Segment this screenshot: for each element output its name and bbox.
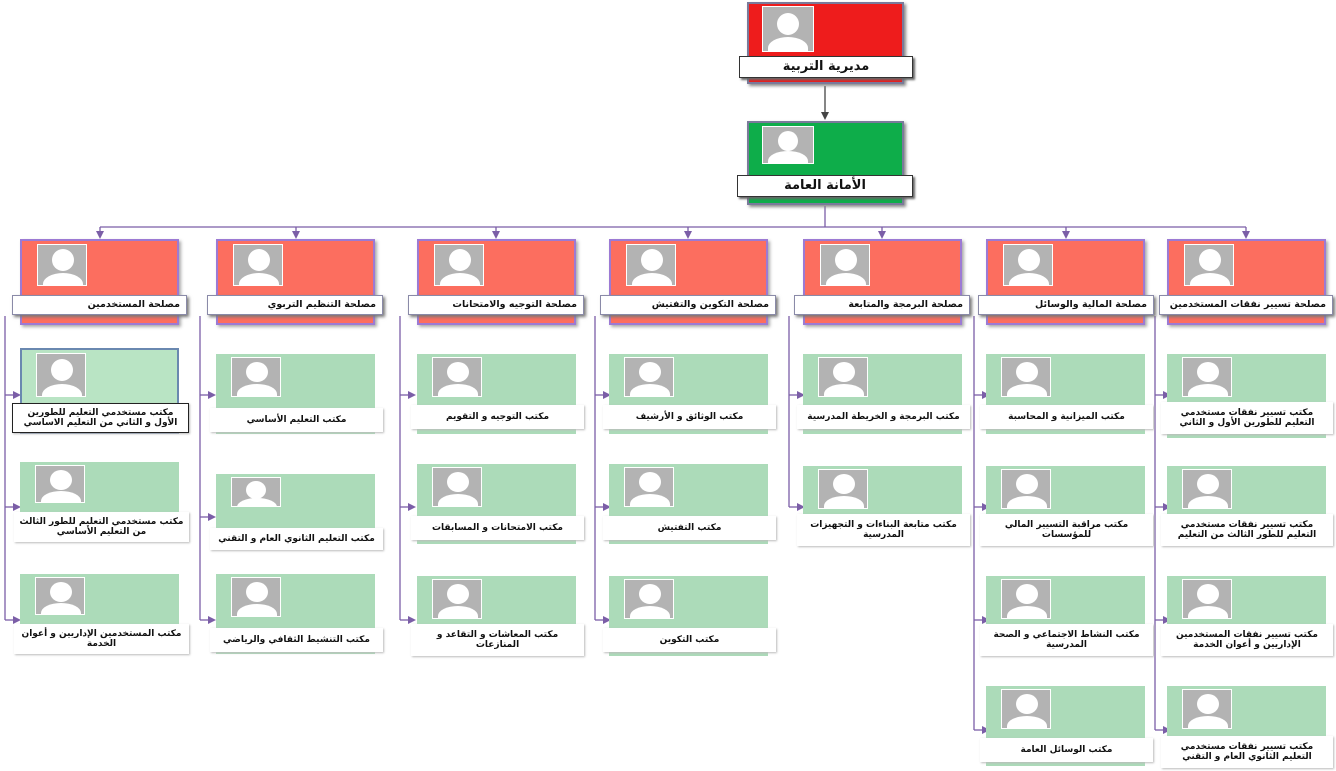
person-placeholder-icon [231, 577, 281, 617]
person-placeholder-icon [624, 579, 674, 619]
office-title: مكتب متابعة البناءات و التجهيزات المدرسي… [797, 514, 970, 546]
office-title: مكتب مستخدمي التعليم للطورين الأول و الث… [12, 403, 189, 433]
person-placeholder-icon [762, 6, 814, 52]
service-title: مصلحة تسيير نفقات المستخدمين [1159, 295, 1333, 315]
person-placeholder-icon [432, 357, 482, 397]
person-placeholder-icon [231, 357, 281, 397]
secretariat-title: الأمانة العامة [737, 175, 913, 197]
person-placeholder-icon [1001, 357, 1051, 397]
service-title: مصلحة التنظيم التربوي [207, 295, 383, 315]
person-placeholder-icon [624, 357, 674, 397]
person-placeholder-icon [1003, 244, 1053, 286]
person-placeholder-icon [1001, 579, 1051, 619]
person-placeholder-icon [1182, 357, 1232, 397]
person-placeholder-icon [624, 467, 674, 507]
office-title: مكتب مستخدمي التعليم للطور الثالث من الت… [14, 512, 189, 542]
service-title: مصلحة المستخدمين [12, 295, 187, 315]
office-title: مكتب الامتحانات و المسابقات [411, 516, 584, 540]
person-placeholder-icon [626, 244, 676, 286]
person-placeholder-icon [1184, 244, 1234, 286]
person-placeholder-icon [1182, 579, 1232, 619]
office-title: مكتب التوجيه و التقويم [411, 405, 584, 429]
office-title: مكتب تسيير نفقات مستخدمي التعليم الثانوي… [1161, 736, 1333, 768]
person-placeholder-icon [36, 353, 86, 397]
person-placeholder-icon [762, 126, 814, 164]
office-title: مكتب المستخدمين الإداريين و أعوان الخدمة [14, 624, 189, 654]
person-placeholder-icon [434, 244, 484, 286]
service-title: مصلحة التكوين والتفتيش [600, 295, 776, 315]
person-placeholder-icon [1182, 469, 1232, 509]
person-placeholder-icon [820, 244, 870, 286]
person-placeholder-icon [432, 579, 482, 619]
office-title: مكتب المعاشات و التقاعد و المنازعات [411, 624, 584, 656]
office-title: مكتب الوثائق و الأرشيف [603, 405, 776, 429]
office-title: مكتب البرمجة و الخريطة المدرسية [797, 405, 970, 429]
office-title: مكتب النشاط الاجتماعي و الصحة المدرسية [980, 624, 1153, 656]
service-title: مصلحة البرمجة والمتابعة [794, 295, 970, 315]
directorate-title: مديرية التربية [739, 56, 913, 78]
person-placeholder-icon [818, 469, 868, 509]
office-title: مكتب تسيير نفقات المستخدمين الإداريين و … [1161, 624, 1333, 656]
office-title: مكتب تسيير نفقات مستخدمي التعليم للطور ا… [1161, 514, 1333, 546]
office-title: مكتب التفتيش [603, 516, 776, 540]
service-title: مصلحة التوجيه والامتحانات [408, 295, 584, 315]
office-title: مكتب التعليم الأساسي [210, 408, 383, 432]
office-title: مكتب التنشيط الثقافي والرياضي [210, 628, 383, 652]
office-title: مكتب تسيير نفقات مستخدمي التعليم للطورين… [1161, 402, 1333, 434]
office-title: مكتب الوسائل العامة [980, 738, 1153, 762]
office-title: مكتب مراقبة التسيير المالي للمؤسسات [980, 514, 1153, 546]
person-placeholder-icon [231, 477, 281, 507]
person-placeholder-icon [818, 357, 868, 397]
office-title: مكتب الميزانية و المحاسبة [980, 405, 1153, 429]
person-placeholder-icon [1001, 469, 1051, 509]
person-placeholder-icon [35, 465, 85, 503]
person-placeholder-icon [37, 244, 87, 286]
person-placeholder-icon [35, 577, 85, 615]
person-placeholder-icon [233, 244, 283, 286]
person-placeholder-icon [1182, 689, 1232, 729]
office-title: مكتب التعليم الثانوي العام و التقني [210, 528, 383, 550]
person-placeholder-icon [432, 467, 482, 507]
office-title: مكتب التكوين [603, 628, 776, 652]
service-title: مصلحة المالية والوسائل [978, 295, 1154, 315]
person-placeholder-icon [1001, 689, 1051, 729]
